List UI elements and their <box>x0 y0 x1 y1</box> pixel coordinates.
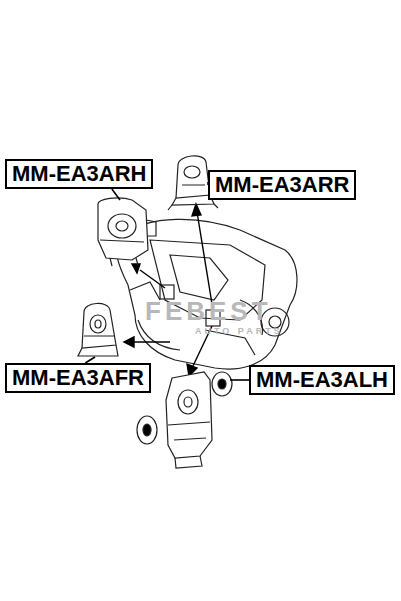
left-mount <box>166 372 212 468</box>
right-mount <box>98 198 156 266</box>
watermark: AUTO PARTS <box>195 326 283 336</box>
leader-line <box>230 379 249 381</box>
washer <box>137 416 157 444</box>
part-number-box: MM-EA3ARR <box>208 170 356 200</box>
part-number-box: MM-EA3ARH <box>5 159 153 189</box>
part-number: MM-EA3AFR <box>12 366 144 390</box>
part-number-box: MM-EA3AFR <box>5 363 151 393</box>
front-mount <box>78 303 118 356</box>
engine-detail <box>170 255 228 300</box>
part-number: MM-EA3ALH <box>256 368 388 392</box>
watermark: FEBEST <box>145 296 272 327</box>
part-number: MM-EA3ARH <box>12 162 146 186</box>
washer <box>212 372 232 396</box>
part-number-box: MM-EA3ALH <box>249 365 395 395</box>
part-number: MM-EA3ARR <box>215 173 349 197</box>
leader-line <box>112 189 120 200</box>
